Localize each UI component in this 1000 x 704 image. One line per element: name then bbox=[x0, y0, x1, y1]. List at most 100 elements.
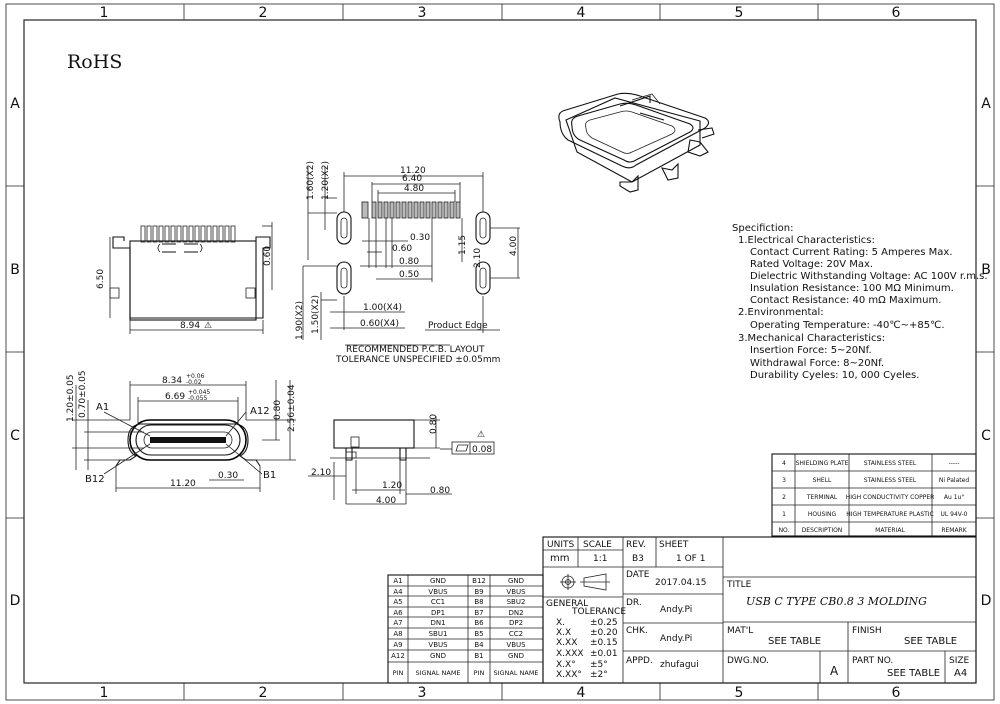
material-name: STAINLESS STEEL bbox=[864, 477, 917, 484]
pin-cell: A6 bbox=[393, 609, 403, 617]
tb-label: PART NO. bbox=[852, 656, 893, 666]
material-name: STAINLESS STEEL bbox=[864, 460, 917, 467]
dim-text: 0.30 bbox=[410, 233, 430, 243]
tol-key: X.X bbox=[556, 628, 571, 638]
tb-value: SEE TABLE bbox=[768, 636, 821, 647]
tb-label: DWG.NO. bbox=[727, 656, 769, 666]
tb-label: FINISH bbox=[852, 626, 882, 636]
pin-label-b1: B1 bbox=[263, 470, 276, 481]
title-block: UNITS mm SCALE 1:1 REV. B3 SHEET 1 OF 1 … bbox=[542, 536, 977, 684]
pin-table: A1 GND B12 GND A4 VBUS B9 VBUS A5 CC1 B8… bbox=[387, 574, 544, 684]
side-view: ⚠ 0.80 0.08 2.10 1.20 0.80 4.00 bbox=[308, 414, 495, 506]
pcb-tolerance-note: TOLERANCE UNSPECIFIED ±0.05mm bbox=[335, 355, 500, 365]
tol-key: X.XXX bbox=[556, 649, 584, 659]
zone-col-label: 3 bbox=[418, 685, 427, 701]
tb-value: Andy.Pi bbox=[660, 605, 692, 615]
dim-tolerance: +0.045 bbox=[188, 389, 210, 396]
spec-line: Dielectric Withstanding Voltage: AC 100V… bbox=[750, 271, 988, 282]
dim-text: 2.10 bbox=[311, 468, 331, 478]
material-remark: Ni Palated bbox=[939, 477, 969, 484]
tb-label: UNITS bbox=[547, 540, 574, 550]
material-remark: UL 94V-0 bbox=[940, 511, 967, 518]
zone-col-label: 4 bbox=[577, 685, 586, 701]
dim-text: 2.10 bbox=[473, 248, 483, 268]
tol-val: ±2° bbox=[590, 670, 608, 680]
tol-key: X.XX bbox=[556, 638, 577, 648]
material-desc: HOUSING bbox=[808, 511, 837, 518]
tb-value: 1:1 bbox=[593, 554, 607, 564]
zone-row-label: D bbox=[981, 593, 992, 609]
spec-line: Contact Resistance: 40 mΩ Maximum. bbox=[750, 295, 941, 306]
dim-text: 0.60 bbox=[263, 246, 273, 266]
zone-row-label: D bbox=[10, 593, 21, 609]
dim-text: 1.50(X2) bbox=[311, 295, 321, 334]
zone-col-label: 1 bbox=[100, 685, 109, 701]
pin-cell: B12 bbox=[472, 577, 486, 585]
material-name: HIGH CONDUCTIVITY COPPER bbox=[846, 494, 935, 501]
zone-ticks bbox=[6, 4, 994, 700]
pin-cell: B8 bbox=[474, 598, 483, 606]
flatness-frame bbox=[451, 441, 495, 455]
spec-line: 3.Mechanical Characteristics: bbox=[738, 333, 885, 344]
spec-line: Insulation Resistance: 100 MΩ Minimum. bbox=[750, 283, 954, 294]
pin-cell: B9 bbox=[474, 588, 483, 596]
tongue bbox=[150, 437, 226, 443]
tol-key: X.XX° bbox=[556, 670, 582, 680]
pin-label-a1: A1 bbox=[96, 402, 109, 413]
pin-cell: A7 bbox=[393, 619, 402, 627]
dim-tolerance: -0.055 bbox=[188, 395, 208, 402]
tb-value: SEE TABLE bbox=[887, 668, 940, 679]
spec-line: Contact Current Rating: 5 Amperes Max. bbox=[750, 247, 953, 258]
pin-cell: GND bbox=[508, 652, 524, 660]
pin-cell: A5 bbox=[393, 598, 402, 606]
projection-symbol bbox=[560, 573, 610, 591]
tb-value: A bbox=[830, 664, 839, 678]
dim-text: 4.80 bbox=[404, 184, 424, 194]
dim-text: 4.00 bbox=[376, 496, 396, 506]
tol-val: ±0.15 bbox=[590, 638, 618, 648]
tol-val: ±0.20 bbox=[590, 628, 618, 638]
dim-text: 0.80 bbox=[429, 414, 439, 434]
pin-cell: B7 bbox=[474, 609, 483, 617]
spec-line: Rated Voltage: 20V Max. bbox=[750, 259, 873, 270]
zone-row-label: A bbox=[10, 96, 20, 112]
zone-col-label: 5 bbox=[735, 5, 744, 21]
dim-text: 0.80 bbox=[273, 400, 283, 420]
dim-text: 1.20±0.05 bbox=[66, 374, 76, 422]
rohs-label: RoHS bbox=[67, 51, 122, 73]
tb-label: DATE bbox=[626, 570, 650, 580]
pin-cell: B4 bbox=[474, 641, 484, 649]
material-desc: TERMINAL bbox=[806, 494, 838, 501]
pin-cell: SBU2 bbox=[507, 598, 526, 606]
zone-col-label: 4 bbox=[577, 5, 586, 21]
zone-col-label: 5 bbox=[735, 685, 744, 701]
pin-cell: A4 bbox=[393, 588, 403, 596]
tol-val: ±5° bbox=[590, 660, 608, 670]
top-view: 8.94 ⚠ 6.50 0.60 bbox=[96, 222, 273, 334]
dim-text: 11.20 bbox=[170, 479, 196, 489]
warning-icon: ⚠ bbox=[204, 321, 212, 331]
dim-text: 1.00(X4) bbox=[363, 303, 402, 313]
pin-header: SIGNAL NAME bbox=[493, 669, 538, 677]
pin-cell: GND bbox=[430, 652, 446, 660]
spec-line: Withdrawal Force: 8~20Nf. bbox=[750, 358, 884, 369]
pin-cell: A8 bbox=[393, 630, 402, 638]
dim-text: 2.56±0.04 bbox=[287, 384, 297, 432]
pin-cell: VBUS bbox=[428, 641, 448, 649]
tb-label: GENERAL bbox=[546, 599, 588, 609]
zone-row-label: C bbox=[10, 428, 20, 444]
tb-label: CHK. bbox=[626, 626, 648, 636]
material-desc: SHELL bbox=[813, 477, 832, 484]
dim-text: 0.60 bbox=[392, 244, 412, 254]
dim-text: 4.00 bbox=[509, 236, 519, 256]
material-header: MATERIAL bbox=[875, 527, 905, 534]
pin-header: SIGNAL NAME bbox=[415, 669, 460, 677]
pin-cell: VBUS bbox=[506, 588, 526, 596]
tol-val: ±0.01 bbox=[590, 649, 618, 659]
pin-cell: SBU1 bbox=[429, 630, 448, 638]
material-header: REMARK bbox=[941, 527, 967, 534]
pin-cell: CC1 bbox=[431, 598, 445, 606]
dim-text: 0.70±0.05 bbox=[78, 370, 88, 418]
material-no: 1 bbox=[782, 511, 786, 518]
tb-label: DR. bbox=[626, 598, 642, 608]
